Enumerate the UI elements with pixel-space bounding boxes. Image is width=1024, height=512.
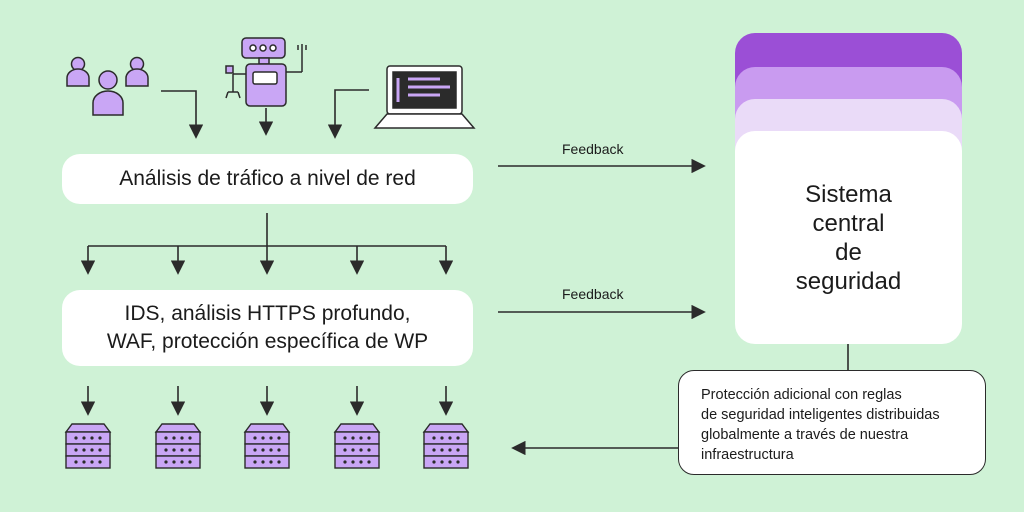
users-group-icon bbox=[66, 56, 149, 116]
server-icon bbox=[333, 423, 381, 469]
feedback-label-bottom: Feedback bbox=[562, 286, 624, 302]
central-line-4: seguridad bbox=[795, 267, 902, 295]
traffic-analysis-label: Análisis de tráfico a nivel de red bbox=[119, 167, 416, 190]
ids-waf-line-1: IDS, análisis HTTPS profundo, bbox=[124, 302, 411, 325]
arrow-laptop-to-traffic bbox=[327, 89, 369, 139]
laptop-icon bbox=[373, 65, 476, 129]
server-icon bbox=[243, 423, 291, 469]
note-line-1: Protección adicional con reglas bbox=[701, 387, 902, 403]
arrow-users-to-traffic bbox=[161, 90, 204, 139]
central-line-3: de bbox=[835, 238, 862, 266]
note-line-4: infraestructura bbox=[701, 447, 794, 463]
note-line-3: globalmente a través de nuestra bbox=[701, 427, 909, 443]
protection-note-box: Protección adicional con reglas de segur… bbox=[678, 370, 986, 475]
note-line-2: de seguridad inteligentes distribuidas bbox=[701, 407, 940, 423]
central-security-system-box: Sistema central de seguridad bbox=[735, 131, 962, 344]
robot-icon bbox=[225, 37, 307, 107]
servers-group bbox=[64, 423, 470, 469]
server-icon bbox=[64, 423, 112, 469]
traffic-analysis-box: Análisis de tráfico a nivel de red bbox=[62, 154, 473, 204]
feedback-label-top: Feedback bbox=[562, 141, 624, 157]
ids-waf-box: IDS, análisis HTTPS profundo, WAF, prote… bbox=[62, 290, 473, 366]
server-icon bbox=[154, 423, 202, 469]
server-icon bbox=[422, 423, 470, 469]
central-line-1: Sistema bbox=[805, 180, 892, 208]
ids-waf-line-2: WAF, protección específica de WP bbox=[106, 330, 429, 353]
central-line-2: central bbox=[812, 209, 885, 237]
